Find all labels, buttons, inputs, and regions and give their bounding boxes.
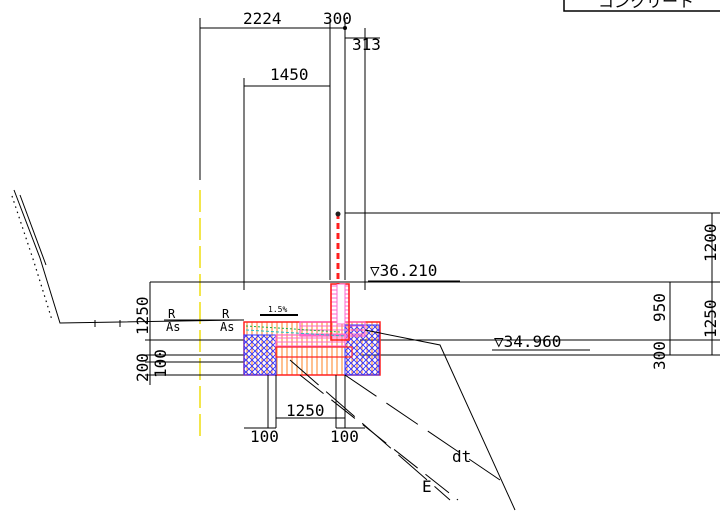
dim-1450: 1450 [270,65,309,84]
top-dimensions: 2224 300 313 1450 [199,9,381,290]
label-slope: 1.5% [268,305,287,314]
label-e: E [422,477,432,496]
dim-1250-bottom: 1250 [286,401,325,420]
dim-313: 313 [352,35,381,54]
level-markers: ▽36.210 ▽34.960 [368,261,590,351]
dim-300-right: 300 [650,341,669,370]
retaining-wall: 1.5% [243,211,381,376]
dim-100-bottom-left: 100 [250,427,279,446]
level-upper: ▽36.210 [370,261,437,280]
label-as-left: As [166,320,180,334]
level-lower: ▽34.960 [494,332,561,351]
dim-200: 200 [133,353,152,382]
dim-100-left: 100 [151,349,170,378]
label-r-mid: R [222,307,230,321]
label-dt: dt [452,447,471,466]
dim-950: 950 [650,293,669,322]
dim-2224: 2224 [243,9,282,28]
right-dimensions: 1200 950 1250 300 [345,212,720,370]
dim-1200: 1200 [701,223,720,262]
dim-100-bottom-right: 100 [330,427,359,446]
bottom-dimensions: 1250 100 100 [244,375,365,446]
title-box-text: コンクリート [598,0,694,11]
dim-1250-left: 1250 [133,296,152,335]
label-as-mid: As [220,320,234,334]
title-box: コンクリート [563,0,720,12]
pipe [150,354,244,363]
dim-300-top: 300 [323,9,352,28]
excavation-lines: dt E [289,329,516,511]
dim-1250-right: 1250 [701,299,720,338]
ground-left: R As R As [11,189,244,334]
label-r-left: R [168,307,176,321]
